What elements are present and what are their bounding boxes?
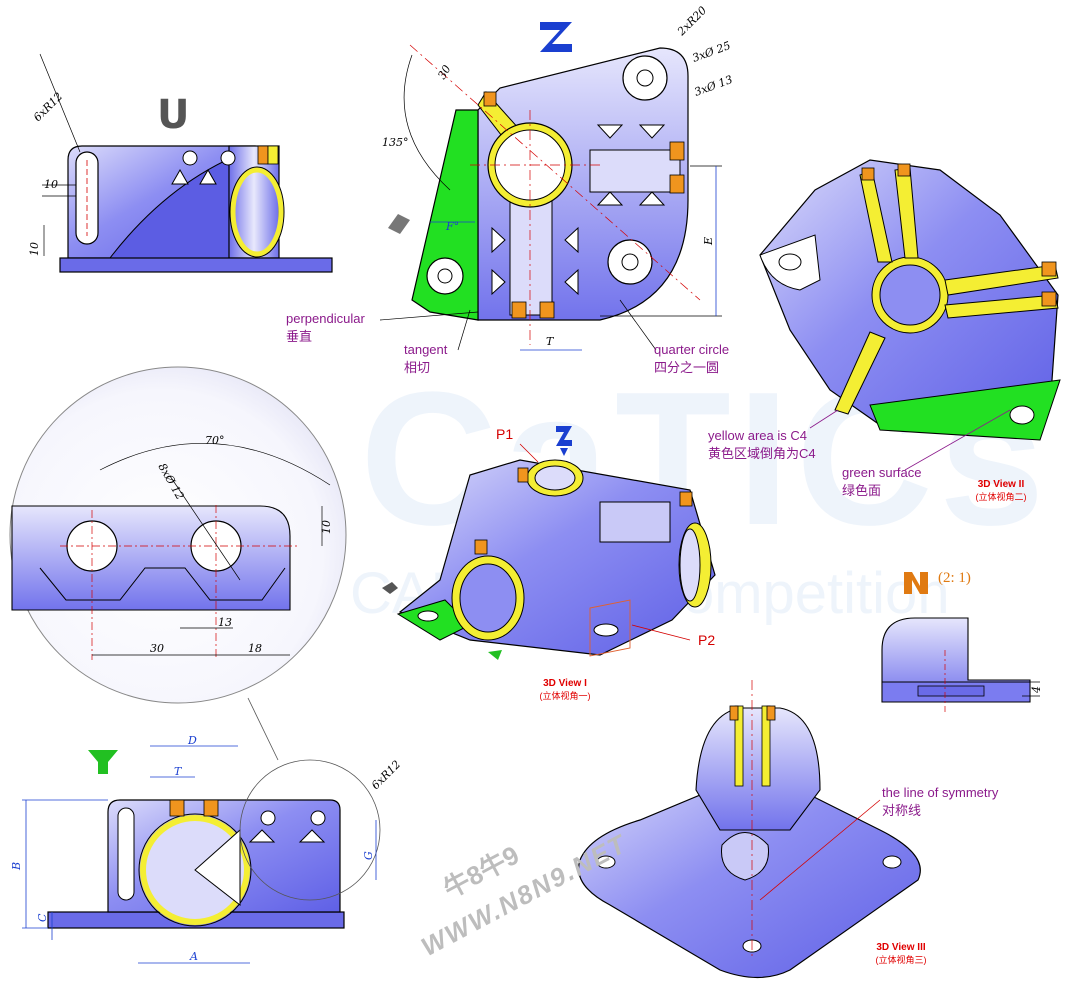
note-quarter-en: quarter circle bbox=[654, 342, 730, 357]
caption-3d-view-1: 3D View I (立体视角一) bbox=[520, 678, 610, 702]
note-yellow-cn: 黄色区域倒角为C4 bbox=[708, 446, 816, 461]
caption-3d-view-3-title: 3D View III bbox=[876, 942, 926, 953]
z-view bbox=[379, 22, 722, 351]
u-height-dim: 10 bbox=[28, 242, 41, 256]
note-yellow-en: yellow area is C4 bbox=[708, 428, 807, 443]
u-view bbox=[39, 53, 333, 273]
3d-view-2 bbox=[759, 159, 1061, 471]
caption-3d-view-3-sub: (立体视角三) bbox=[875, 955, 927, 965]
note-green-cn: 绿色面 bbox=[842, 483, 882, 498]
caption-3d-view-2-title: 3D View II bbox=[977, 479, 1025, 490]
note-green-en: green surface bbox=[842, 465, 922, 480]
view-label-u: U bbox=[157, 92, 190, 138]
y-b-dim: B bbox=[10, 862, 23, 871]
label-p1: P1 bbox=[496, 426, 514, 442]
note-tangent-en: tangent bbox=[404, 342, 448, 357]
note-perpendicular-en: perpendicular bbox=[286, 311, 365, 326]
z-d25-dim: 3xØ 25 bbox=[691, 39, 733, 65]
note-tangent-cn: 相切 bbox=[404, 360, 431, 375]
z-135-dim: 135° bbox=[382, 136, 409, 149]
note-symmetry-cn: 对称线 bbox=[882, 803, 922, 818]
caption-3d-view-1-sub: (立体视角一) bbox=[539, 691, 591, 701]
y-r12-dim: 6xR12 bbox=[369, 758, 403, 792]
3d-view-1 bbox=[382, 426, 716, 660]
y-c-dim: C bbox=[36, 913, 49, 922]
n-scale-label: (2: 1) bbox=[938, 570, 971, 586]
n-4-dim: 4 bbox=[1030, 686, 1043, 694]
caption-3d-view-2: 3D View II (立体视角二) bbox=[956, 479, 1046, 503]
z-r20-dim: 2xR20 bbox=[674, 4, 709, 39]
y-g-dim: G bbox=[362, 851, 375, 860]
z-d13-dim: 3xØ 13 bbox=[693, 73, 735, 99]
note-perpendicular-cn: 垂直 bbox=[286, 329, 313, 344]
y-view bbox=[22, 745, 381, 964]
detail-18-dim: 18 bbox=[248, 642, 262, 655]
y-t-dim: T bbox=[174, 765, 183, 778]
label-p2: P2 bbox=[698, 632, 716, 648]
u-width-dim: 10 bbox=[44, 178, 58, 191]
z-30-dim: 30 bbox=[435, 63, 453, 82]
detail-view bbox=[9, 366, 347, 704]
z-f-dim: F° bbox=[445, 220, 459, 233]
detail-10-dim: 10 bbox=[320, 520, 333, 534]
y-a-dim: A bbox=[189, 950, 198, 963]
n-view bbox=[881, 572, 1040, 712]
u-radius-dim: 6xR12 bbox=[31, 90, 65, 124]
caption-3d-view-3: 3D View III (立体视角三) bbox=[856, 942, 946, 966]
caption-3d-view-2-sub: (立体视角二) bbox=[975, 492, 1027, 502]
detail-13-dim: 13 bbox=[218, 616, 232, 629]
caption-3d-view-1-title: 3D View I bbox=[543, 678, 587, 689]
z-t-dim: T bbox=[546, 335, 555, 348]
note-quarter-cn: 四分之一圆 bbox=[654, 360, 720, 375]
z-e-dim: E bbox=[702, 237, 715, 246]
y-d-dim: D bbox=[187, 734, 197, 747]
detail-70-dim: 70° bbox=[205, 434, 225, 447]
detail-30-dim: 30 bbox=[150, 642, 164, 655]
note-symmetry-en: the line of symmetry bbox=[882, 785, 999, 800]
3d-view-3 bbox=[578, 680, 921, 979]
